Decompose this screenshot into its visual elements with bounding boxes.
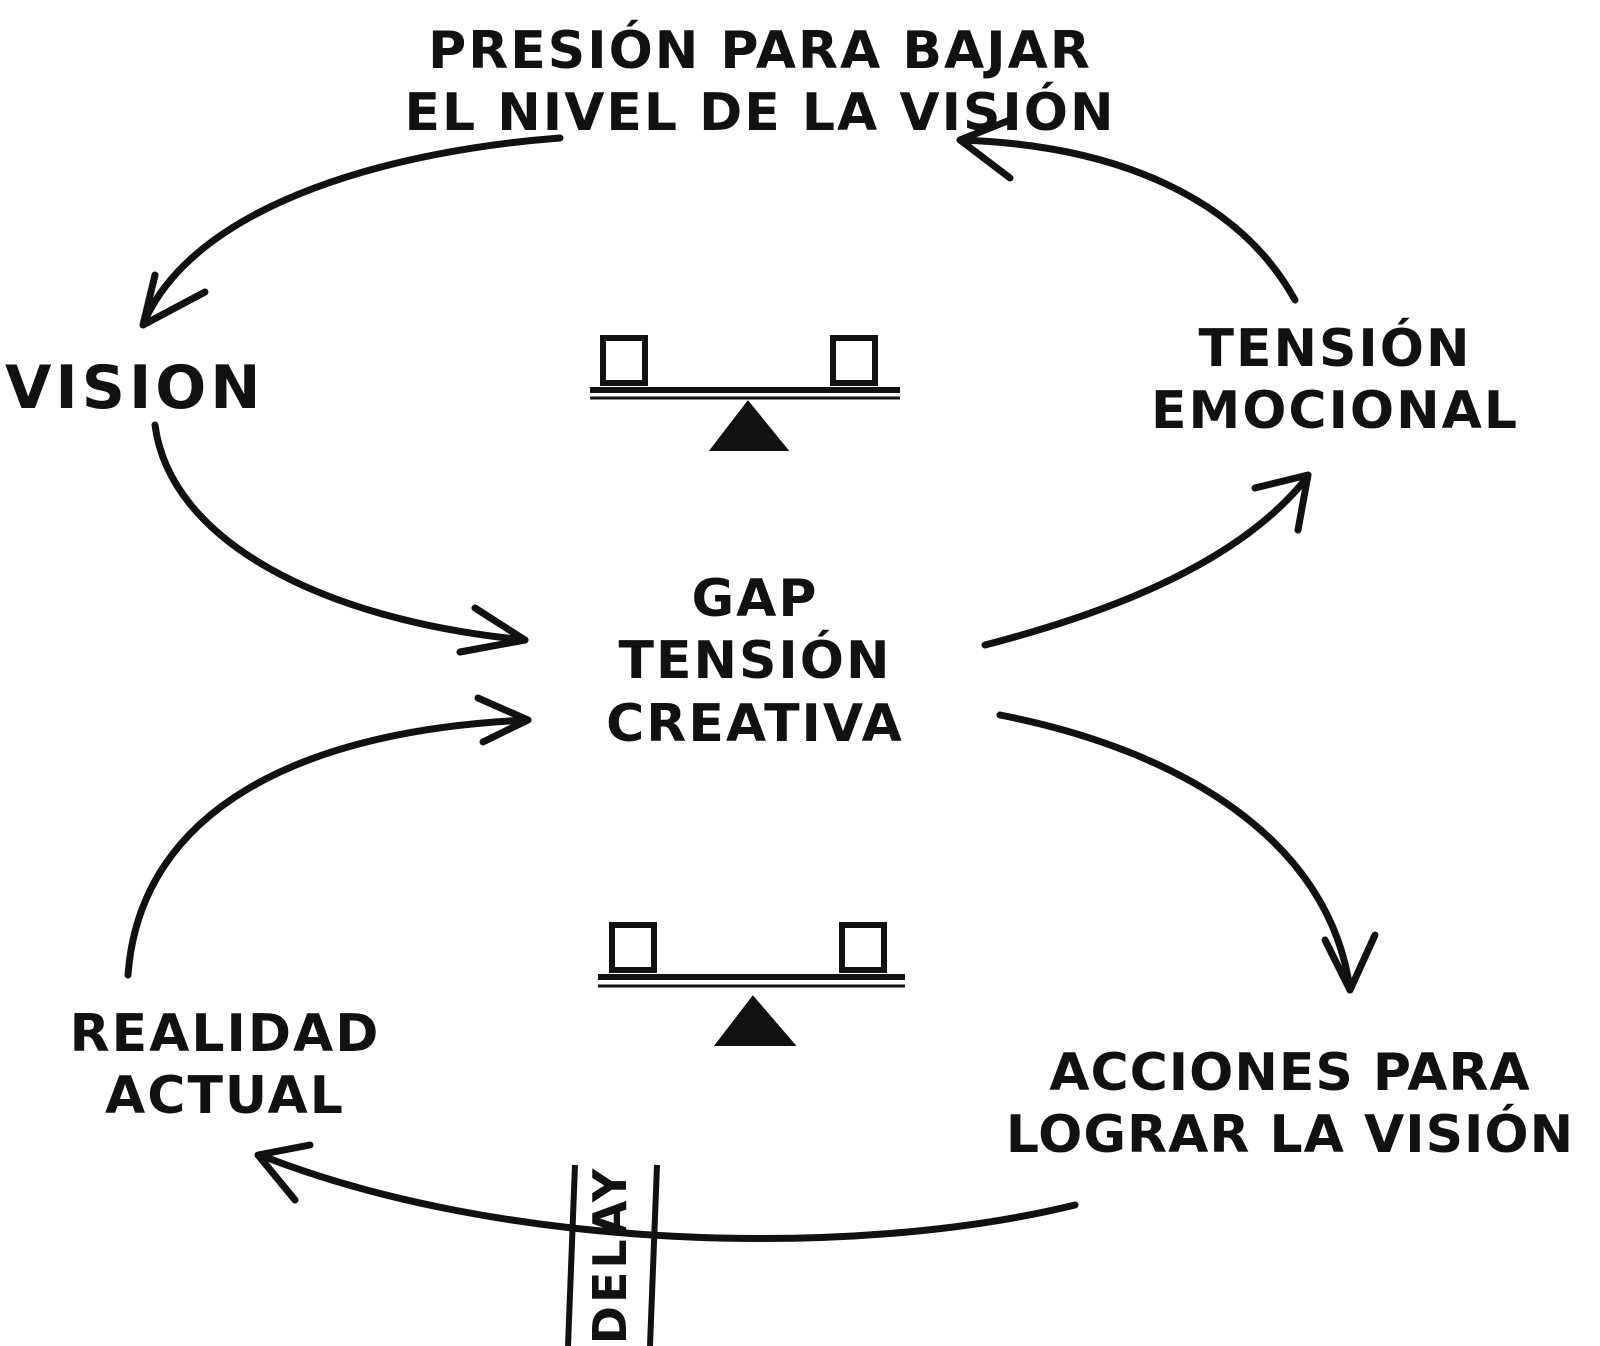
arrowhead-pressure [956,116,1014,182]
actions-label: ACCIONES PARA LOGRAR LA VISIÓN [1005,1043,1575,1166]
gap-creative-tension-label: GAP TENSIÓN CREATIVA [606,569,904,754]
vision-label: VISION [5,353,265,423]
balance-scale-top-icon [590,335,900,451]
arrowhead-actions [1321,931,1379,994]
arrow-actions-to-reality [256,1151,1079,1242]
delay-marker: DELAY [565,1164,660,1346]
arrowhead-vision [139,271,209,329]
arrow-gap-to-emotion [981,476,1309,649]
arrowhead-gap-from-reality [474,694,532,746]
arrow-pressure-to-vision [141,134,564,324]
arrow-emotion-to-pressure [956,136,1299,304]
arrowhead-gap-from-vision [456,604,529,656]
balance-scale-bottom-icon [598,922,905,1046]
emotional-tension-label: TENSIÓN EMOCIONAL [1150,319,1520,442]
pressure-label: PRESIÓN PARA BAJAR EL NIVEL DE LA VISIÓN [404,21,1116,144]
arrow-gap-to-actions [996,711,1354,994]
current-reality-label: REALIDAD ACTUAL [69,1004,381,1127]
arrow-vision-to-gap [151,421,529,644]
arrowhead-reality [254,1141,314,1204]
arrow-reality-to-gap [124,716,532,979]
arrowhead-emotion [1251,471,1312,534]
delay-label: DELAY [583,1166,637,1344]
